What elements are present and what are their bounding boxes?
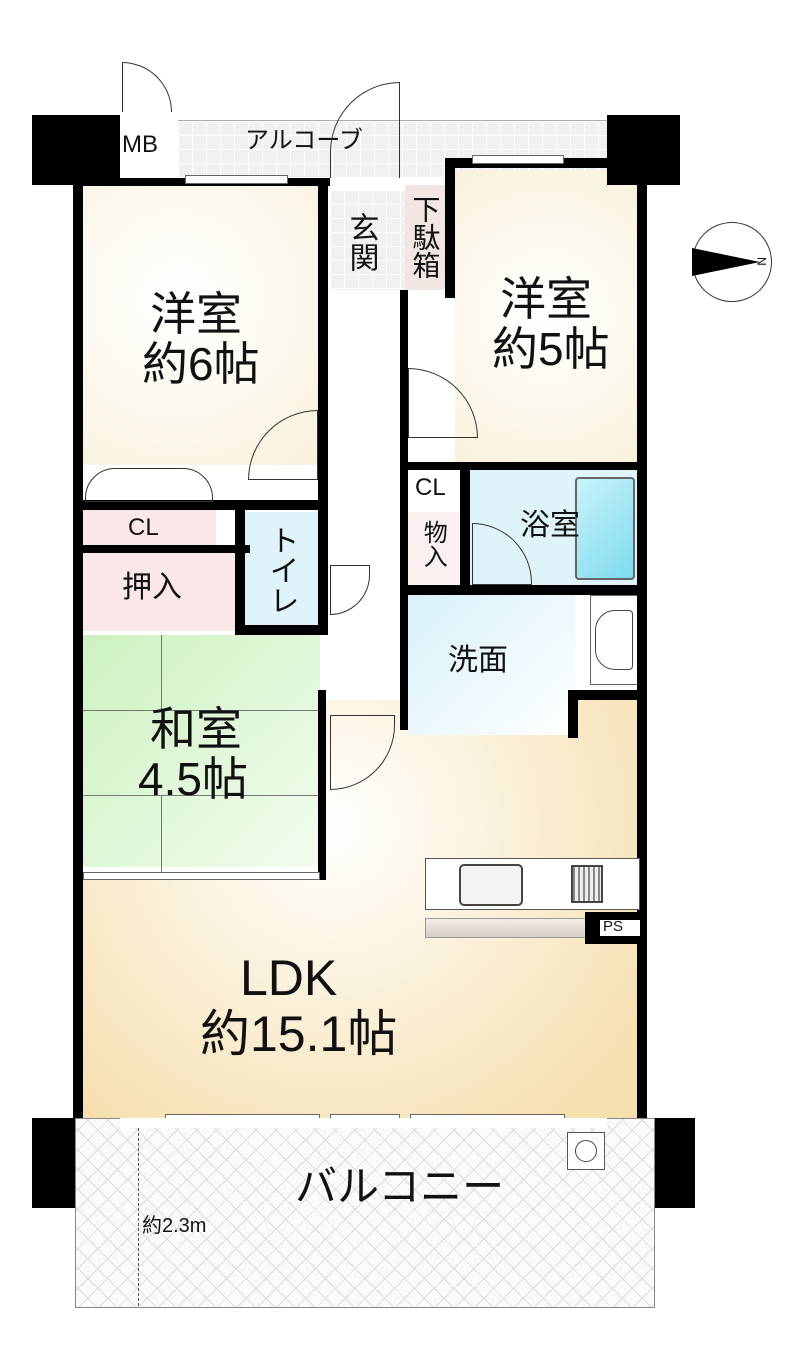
room-western-6 [83, 185, 320, 465]
oshiire [83, 553, 235, 631]
washroom-label: 洗面 [448, 644, 508, 677]
closet-right [405, 470, 460, 503]
wall [460, 462, 470, 592]
drain-icon [567, 1132, 605, 1170]
wall [73, 180, 83, 1120]
western-5-size: 約5帖 [492, 323, 610, 375]
kitchen-counter [425, 858, 640, 910]
window [83, 872, 320, 880]
wall [568, 690, 578, 738]
western-6-size: 約6帖 [142, 338, 260, 390]
door-entrance[interactable] [330, 82, 400, 178]
room-western-5 [455, 170, 637, 462]
balcony-depth: 約2.3m [142, 1215, 207, 1237]
shoe-box-label: 下駄箱 [409, 195, 441, 279]
sink-icon [459, 864, 523, 906]
washbasin-icon [590, 595, 638, 685]
entrance [330, 190, 405, 290]
window [472, 155, 564, 164]
kitchen-shelf [425, 918, 587, 938]
dimension-line [138, 1128, 139, 1306]
wall [637, 165, 647, 1120]
closet-left [83, 510, 216, 546]
door-toilet[interactable] [330, 565, 370, 615]
western-6-name: 洋室 [150, 288, 242, 340]
washroom [408, 595, 575, 735]
door-closet-left[interactable] [85, 468, 213, 502]
door-mb[interactable] [122, 62, 172, 112]
wall [75, 545, 250, 553]
stove-icon [571, 865, 603, 903]
balcony-label: バルコニー [295, 1163, 505, 1210]
japanese-name: 和室 [150, 703, 242, 755]
ps-label: PS [603, 918, 624, 935]
wall [235, 510, 245, 635]
pillar [607, 115, 680, 185]
compass-icon: N [692, 222, 772, 302]
mb-label: MB [122, 131, 158, 158]
wall [235, 625, 328, 635]
closet-right-label: CL [415, 474, 446, 501]
window [185, 175, 288, 184]
toilet-label: トイレ [264, 525, 298, 615]
bathtub-icon [575, 477, 635, 580]
wall [318, 690, 326, 880]
shoe-box [405, 185, 447, 290]
wall [445, 158, 455, 298]
ldk-name: LDK [240, 950, 338, 1006]
pillar [32, 115, 120, 185]
wall [400, 290, 408, 730]
wall [75, 500, 325, 510]
wall [400, 585, 647, 595]
closet-left-label: CL [128, 514, 159, 541]
toilet [245, 512, 320, 626]
western-5-name: 洋室 [500, 273, 592, 325]
oshiire-label: 押入 [122, 571, 182, 604]
entrance-label: 玄関 [344, 212, 378, 272]
wall [400, 462, 647, 470]
storage [405, 512, 460, 585]
bath-label: 浴室 [520, 509, 580, 542]
balcony [75, 1118, 655, 1308]
storage-label: 物入 [419, 520, 447, 568]
wall [318, 178, 328, 628]
japanese-size: 4.5帖 [138, 753, 248, 805]
room-japanese [83, 635, 320, 875]
wall [568, 690, 647, 700]
ldk-size: 約15.1帖 [200, 1006, 398, 1062]
